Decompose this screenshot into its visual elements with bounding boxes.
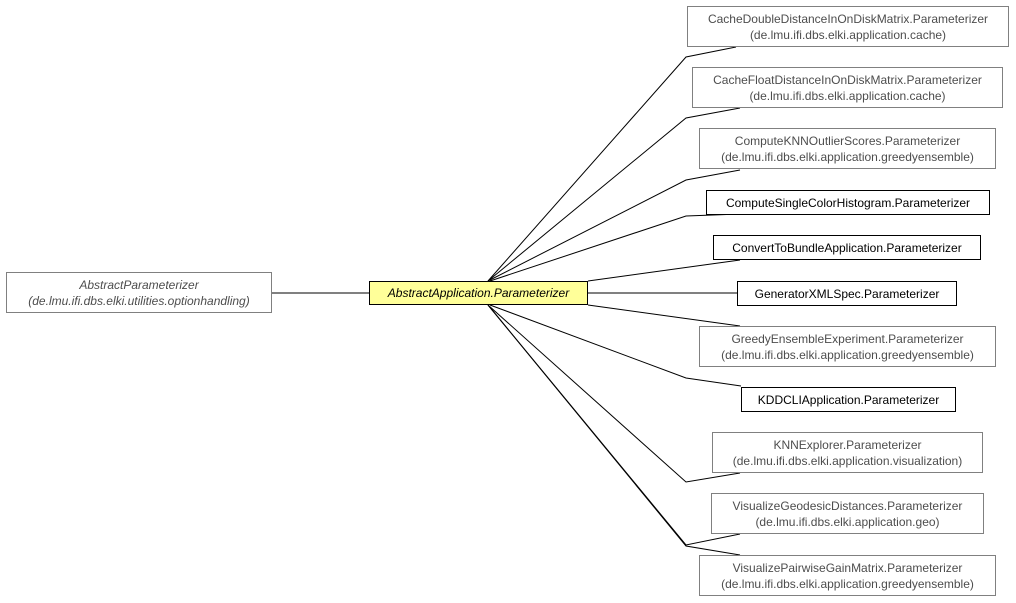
subclass-node-compute-knn-outlier[interactable]: ComputeKNNOutlierScores.Parameterizer (d…	[699, 128, 996, 169]
edge-greedy-ensemble	[587, 304, 741, 327]
subclass-name: KDDCLIApplication.Parameterizer	[757, 392, 940, 407]
subclass-name: VisualizeGeodesicDistances.Parameterizer	[732, 498, 963, 513]
subclass-name: ConvertToBundleApplication.Parameterizer	[732, 240, 962, 255]
subclass-package: (de.lmu.ifi.dbs.elki.application.cache)	[749, 27, 947, 42]
edge-kddcli	[489, 304, 742, 387]
subclass-package: (de.lmu.ifi.dbs.elki.application.greedye…	[721, 576, 974, 591]
edge-convert-to-bundle	[587, 259, 741, 282]
edge-cache-float	[487, 107, 741, 282]
subclass-node-generator-xml-spec[interactable]: GeneratorXMLSpec.Parameterizer	[737, 281, 957, 306]
subclass-node-cache-double[interactable]: CacheDoubleDistanceInOnDiskMatrix.Parame…	[687, 6, 1009, 47]
edge-compute-knn-outlier	[487, 169, 741, 282]
subclass-name: GreedyEnsembleExperiment.Parameterizer	[731, 331, 964, 346]
superclass-name: AbstractParameterizer	[79, 277, 199, 292]
edge-knn-explorer	[487, 304, 741, 483]
subclass-name: GeneratorXMLSpec.Parameterizer	[754, 286, 940, 301]
subclass-node-cache-float[interactable]: CacheFloatDistanceInOnDiskMatrix.Paramet…	[692, 67, 1003, 108]
subclass-node-kddcli-application[interactable]: KDDCLIApplication.Parameterizer	[741, 387, 956, 412]
focus-node: AbstractApplication.Parameterizer	[369, 281, 588, 305]
subclass-node-visualize-geodesic-distances[interactable]: VisualizeGeodesicDistances.Parameterizer…	[711, 493, 984, 534]
subclass-node-convert-to-bundle[interactable]: ConvertToBundleApplication.Parameterizer	[713, 235, 981, 260]
subclass-package: (de.lmu.ifi.dbs.elki.application.greedye…	[721, 149, 974, 164]
focus-name: AbstractApplication.Parameterizer	[387, 286, 570, 300]
superclass-node[interactable]: AbstractParameterizer (de.lmu.ifi.dbs.el…	[6, 272, 272, 313]
subclass-name: CacheDoubleDistanceInOnDiskMatrix.Parame…	[707, 11, 989, 26]
subclass-name: ComputeSingleColorHistogram.Parameterize…	[725, 195, 971, 210]
subclass-name: ComputeKNNOutlierScores.Parameterizer	[734, 133, 961, 148]
subclass-name: CacheFloatDistanceInOnDiskMatrix.Paramet…	[713, 72, 982, 87]
subclass-name: KNNExplorer.Parameterizer	[773, 437, 922, 452]
superclass-package: (de.lmu.ifi.dbs.elki.utilities.optionhan…	[28, 293, 250, 308]
edge-cache-double	[487, 46, 737, 282]
edge-visualize-pairwise	[487, 304, 741, 556]
edge-compute-single-color	[489, 213, 741, 282]
subclass-package: (de.lmu.ifi.dbs.elki.application.visuali…	[732, 453, 963, 468]
subclass-package: (de.lmu.ifi.dbs.elki.application.greedye…	[721, 347, 974, 362]
subclass-package: (de.lmu.ifi.dbs.elki.application.cache)	[749, 88, 946, 103]
subclass-node-visualize-pairwise-gain[interactable]: VisualizePairwiseGainMatrix.Parameterize…	[699, 555, 996, 596]
subclass-node-compute-single-color-histogram[interactable]: ComputeSingleColorHistogram.Parameterize…	[706, 190, 990, 215]
subclass-package: (de.lmu.ifi.dbs.elki.application.geo)	[755, 514, 940, 529]
subclass-node-knn-explorer[interactable]: KNNExplorer.Parameterizer (de.lmu.ifi.db…	[712, 432, 983, 473]
subclass-name: VisualizePairwiseGainMatrix.Parameterize…	[732, 560, 963, 575]
subclass-node-greedy-ensemble-experiment[interactable]: GreedyEnsembleExperiment.Parameterizer (…	[699, 326, 996, 367]
